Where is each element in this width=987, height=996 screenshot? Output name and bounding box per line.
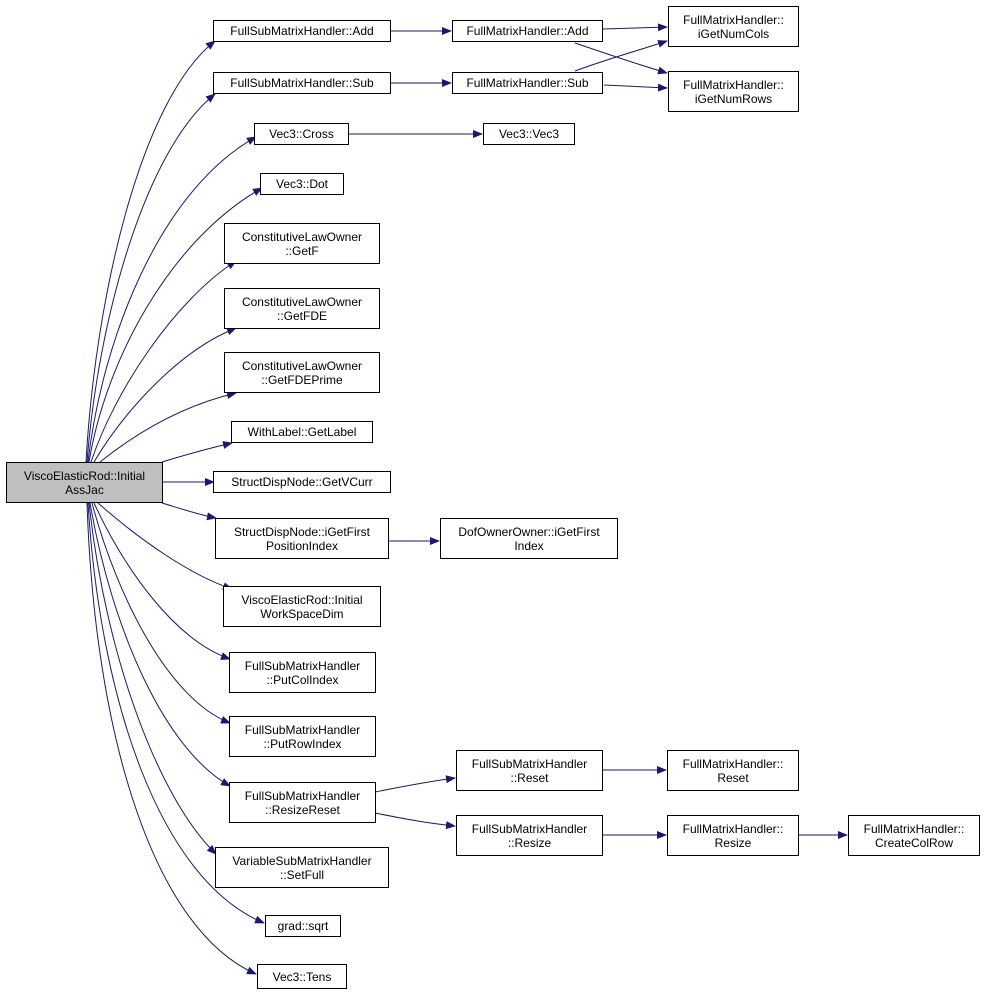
edge-resizereset-fsm_resize	[374, 812, 456, 830]
node-fm-getnumrows[interactable]: FullMatrixHandler:: iGetNumRows	[668, 71, 799, 112]
node-initialworkspacedim[interactable]: ViscoElasticRod::Initial WorkSpaceDim	[223, 586, 381, 627]
node-putcolindex[interactable]: FullSubMatrixHandler ::PutColIndex	[229, 652, 376, 693]
edge-root-sqrt	[87, 502, 265, 924]
node-root: ViscoElasticRod::Initial AssJac	[6, 462, 163, 503]
node-putrowindex[interactable]: FullSubMatrixHandler ::PutRowIndex	[229, 716, 376, 757]
node-getfdeprime[interactable]: ConstitutiveLawOwner ::GetFDEPrime	[224, 352, 380, 393]
node-vec3-cross[interactable]: Vec3::Cross	[254, 123, 349, 145]
edge-root-cross	[87, 136, 257, 463]
edge-root-getfde	[93, 327, 237, 463]
node-igetfirstpositionindex[interactable]: StructDispNode::iGetFirst PositionIndex	[215, 518, 389, 559]
node-fm-sub[interactable]: FullMatrixHandler::Sub	[452, 72, 603, 94]
edge-root-getlabel	[161, 441, 233, 463]
edge-fm_add-fm_cols	[602, 23, 668, 32]
edge-root-dot	[88, 187, 263, 463]
node-fm-add[interactable]: FullMatrixHandler::Add	[452, 20, 603, 42]
node-fm-resize[interactable]: FullMatrixHandler:: Resize	[667, 815, 799, 856]
node-getfde[interactable]: ConstitutiveLawOwner ::GetFDE	[224, 288, 380, 329]
node-vec3-vec3[interactable]: Vec3::Vec3	[483, 123, 575, 145]
node-createcolrow[interactable]: FullMatrixHandler:: CreateColRow	[848, 815, 980, 856]
edge-root-igetfirstpos	[161, 502, 217, 521]
edge-root-workspace	[97, 502, 233, 590]
node-fm-reset[interactable]: FullMatrixHandler:: Reset	[667, 750, 799, 791]
edge-root-getfdeprime	[99, 391, 237, 463]
node-fsm-resize[interactable]: FullSubMatrixHandler ::Resize	[456, 815, 603, 856]
node-vec3-tens[interactable]: Vec3::Tens	[257, 964, 347, 989]
node-vec3-dot[interactable]: Vec3::Dot	[260, 173, 344, 195]
node-grad-sqrt[interactable]: grad::sqrt	[265, 915, 341, 937]
edge-root-fsm_add	[85, 40, 216, 463]
edge-fm_sub-fm_cols	[574, 40, 668, 72]
node-setfull[interactable]: VariableSubMatrixHandler ::SetFull	[215, 847, 389, 888]
node-fsm-sub[interactable]: FullSubMatrixHandler::Sub	[213, 72, 391, 94]
node-resizereset[interactable]: FullSubMatrixHandler ::ResizeReset	[229, 782, 376, 823]
edge-root-getf	[90, 260, 237, 463]
edges	[85, 23, 848, 975]
node-getvcurr[interactable]: StructDispNode::GetVCurr	[213, 471, 391, 493]
edge-fm_sub-fm_rows	[603, 83, 668, 92]
node-dofowner-igetfirstindex[interactable]: DofOwnerOwner::iGetFirst Index	[440, 518, 618, 559]
edge-root-fsm_sub	[86, 93, 216, 463]
node-fsm-add[interactable]: FullSubMatrixHandler::Add	[213, 20, 391, 42]
edge-root-resizereset	[89, 502, 231, 787]
node-fsm-reset[interactable]: FullSubMatrixHandler ::Reset	[456, 750, 603, 791]
node-getf[interactable]: ConstitutiveLawOwner ::GetF	[224, 223, 380, 264]
node-getlabel[interactable]: WithLabel::GetLabel	[231, 421, 373, 443]
edge-root-setfull	[88, 502, 217, 855]
edge-resizereset-fsm_reset	[374, 775, 456, 793]
edge-root-putcol	[93, 502, 231, 660]
edge-root-tens	[86, 502, 257, 975]
node-fm-getnumcols[interactable]: FullMatrixHandler:: iGetNumCols	[668, 6, 799, 47]
edge-fm_add-fm_rows	[574, 42, 668, 75]
edge-root-putrow	[91, 502, 231, 724]
